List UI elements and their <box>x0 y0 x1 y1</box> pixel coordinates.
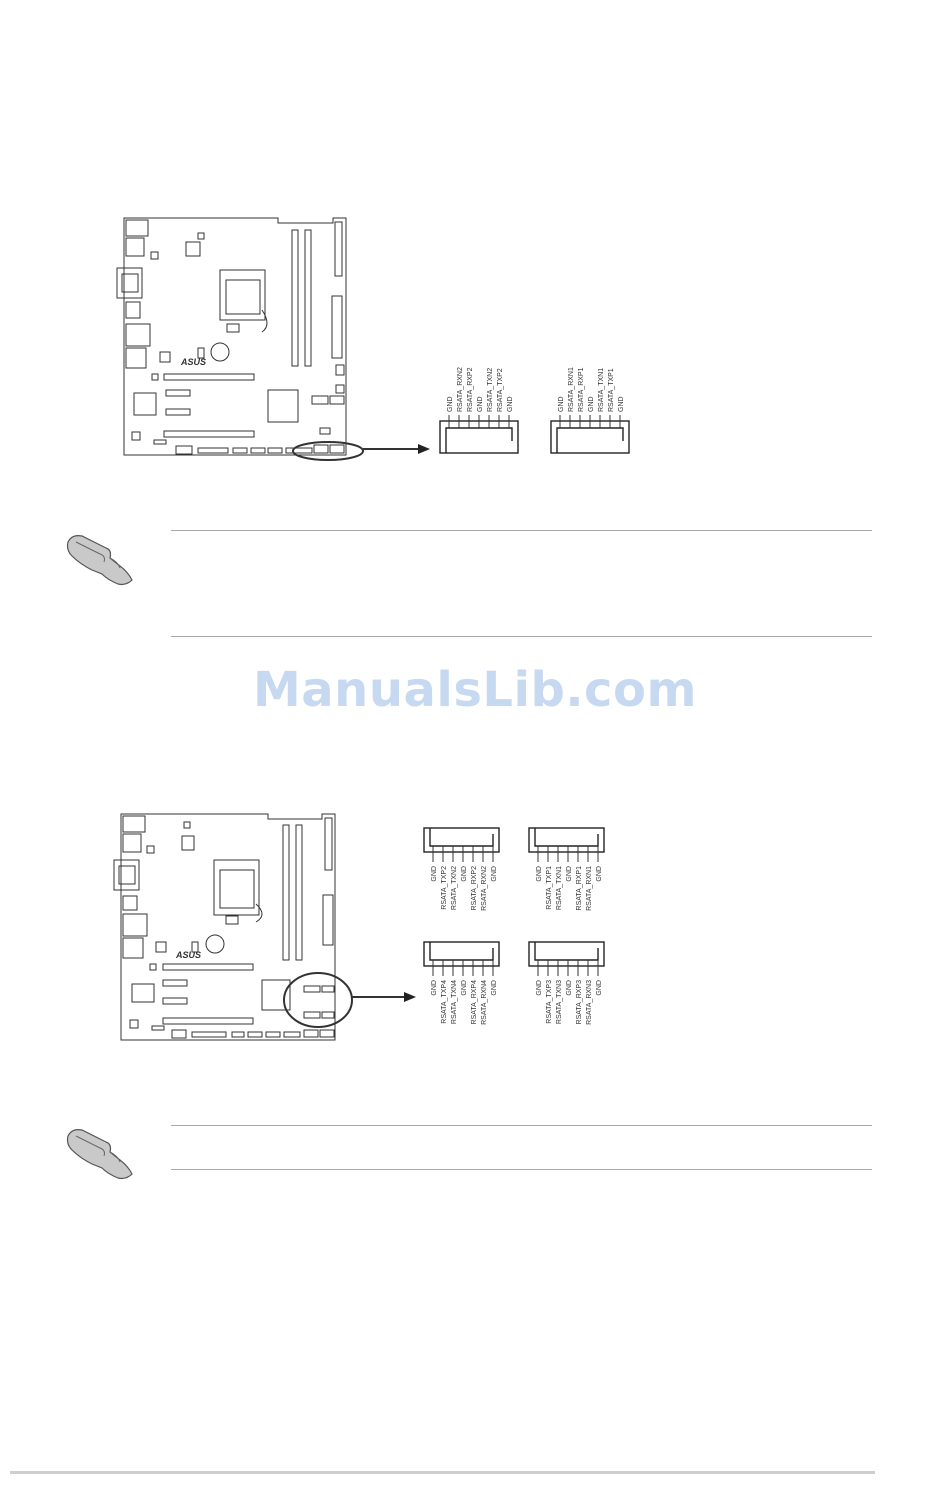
pin-label: RSATA_TXP1 <box>546 866 553 910</box>
pin-label: GND <box>461 980 468 996</box>
pin-label: RSATA_TXN1 <box>598 368 605 412</box>
pin-label: GND <box>461 866 468 882</box>
pointing-hand-icon <box>66 535 133 586</box>
pin-label: GND <box>491 980 498 996</box>
pin-label: GND <box>536 866 543 882</box>
pin-label: GND <box>536 980 543 996</box>
pin-label: RSATA_RXP1 <box>578 367 585 412</box>
pin-label: GND <box>596 980 603 996</box>
motherboard-diagram-1 <box>116 217 420 461</box>
page-footer-rule <box>10 1471 875 1474</box>
pin-label: GND <box>566 866 573 882</box>
asus-logo: ASUS <box>180 357 206 367</box>
pin-label: GND <box>477 396 484 412</box>
pin-label: RSATA_TXP2 <box>497 368 504 412</box>
arrow-head <box>418 444 430 454</box>
note-top-rule <box>171 530 872 531</box>
pin-label: GND <box>447 396 454 412</box>
pin-label: RSATA_RXP2 <box>467 367 474 412</box>
pin-label: GND <box>507 396 514 412</box>
pin-label: RSATA_TXN4 <box>451 980 458 1024</box>
pin-label: GND <box>431 980 438 996</box>
pin-label: GND <box>618 396 625 412</box>
pin-label: GND <box>566 980 573 996</box>
pin-label: RSATA_RXN3 <box>586 980 593 1025</box>
note-bottom-rule <box>171 636 872 637</box>
pin-label: RSATA_RXP4 <box>471 980 478 1025</box>
pin-label: GND <box>588 396 595 412</box>
pin-label: RSATA_TXP2 <box>441 866 448 910</box>
pin-label: RSATA_RXP1 <box>576 866 583 911</box>
pin-label: RSATA_TXP3 <box>546 980 553 1024</box>
pin-label: RSATA_TXN1 <box>556 866 563 910</box>
pin-label: RSATA_TXP1 <box>608 368 615 412</box>
pin-label: RSATA_RXN1 <box>586 866 593 911</box>
pin-label: RSATA_TXN2 <box>487 368 494 412</box>
pin-label: RSATA_RXP3 <box>576 980 583 1025</box>
pointing-hand-icon <box>66 1129 133 1180</box>
note-bottom-rule <box>171 1169 872 1170</box>
arrow-head <box>404 992 416 1002</box>
pin-label: RSATA_RXN2 <box>481 866 488 911</box>
pin-label: RSATA_TXP4 <box>441 980 448 1024</box>
pin-label: RSATA_RXN2 <box>457 367 464 412</box>
pin-label: RSATA_RXN4 <box>481 980 488 1025</box>
pin-label: RSATA_RXP2 <box>471 866 478 911</box>
pin-label: RSATA_TXN3 <box>556 980 563 1024</box>
pin-label: RSATA_RXN1 <box>568 367 575 412</box>
note-top-rule <box>171 1125 872 1126</box>
pin-label: GND <box>596 866 603 882</box>
pin-label: GND <box>558 396 565 412</box>
motherboard-diagram-2 <box>113 813 405 1041</box>
pin-label: GND <box>431 866 438 882</box>
asus-logo: ASUS <box>175 950 201 960</box>
pin-label: GND <box>491 866 498 882</box>
pin-label: RSATA_TXN2 <box>451 866 458 910</box>
watermark: ManualsLib.com <box>253 662 697 718</box>
